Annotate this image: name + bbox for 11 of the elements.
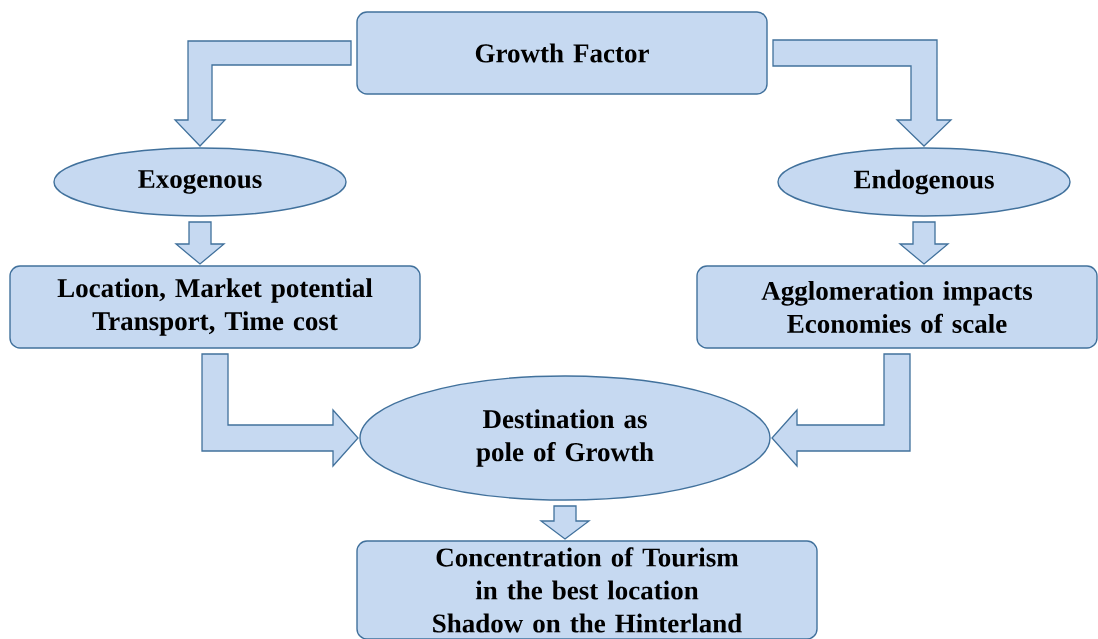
block-arrow (771, 353, 911, 468)
process-box: Location, Market potential Transport, Time cost (9, 265, 421, 349)
block-arrow (898, 221, 950, 265)
process-box: Concentration of Tourism in the best location Shadow on the Hinterland (356, 540, 818, 639)
block-arrow (174, 221, 226, 265)
block-arrow (539, 505, 591, 540)
block-arrow (201, 353, 359, 468)
process-box: Growth Factor (356, 11, 768, 95)
process-box: Agglomeration impacts Economies of scale (696, 265, 1098, 349)
block-arrow (173, 40, 352, 147)
block-arrow (772, 39, 953, 147)
